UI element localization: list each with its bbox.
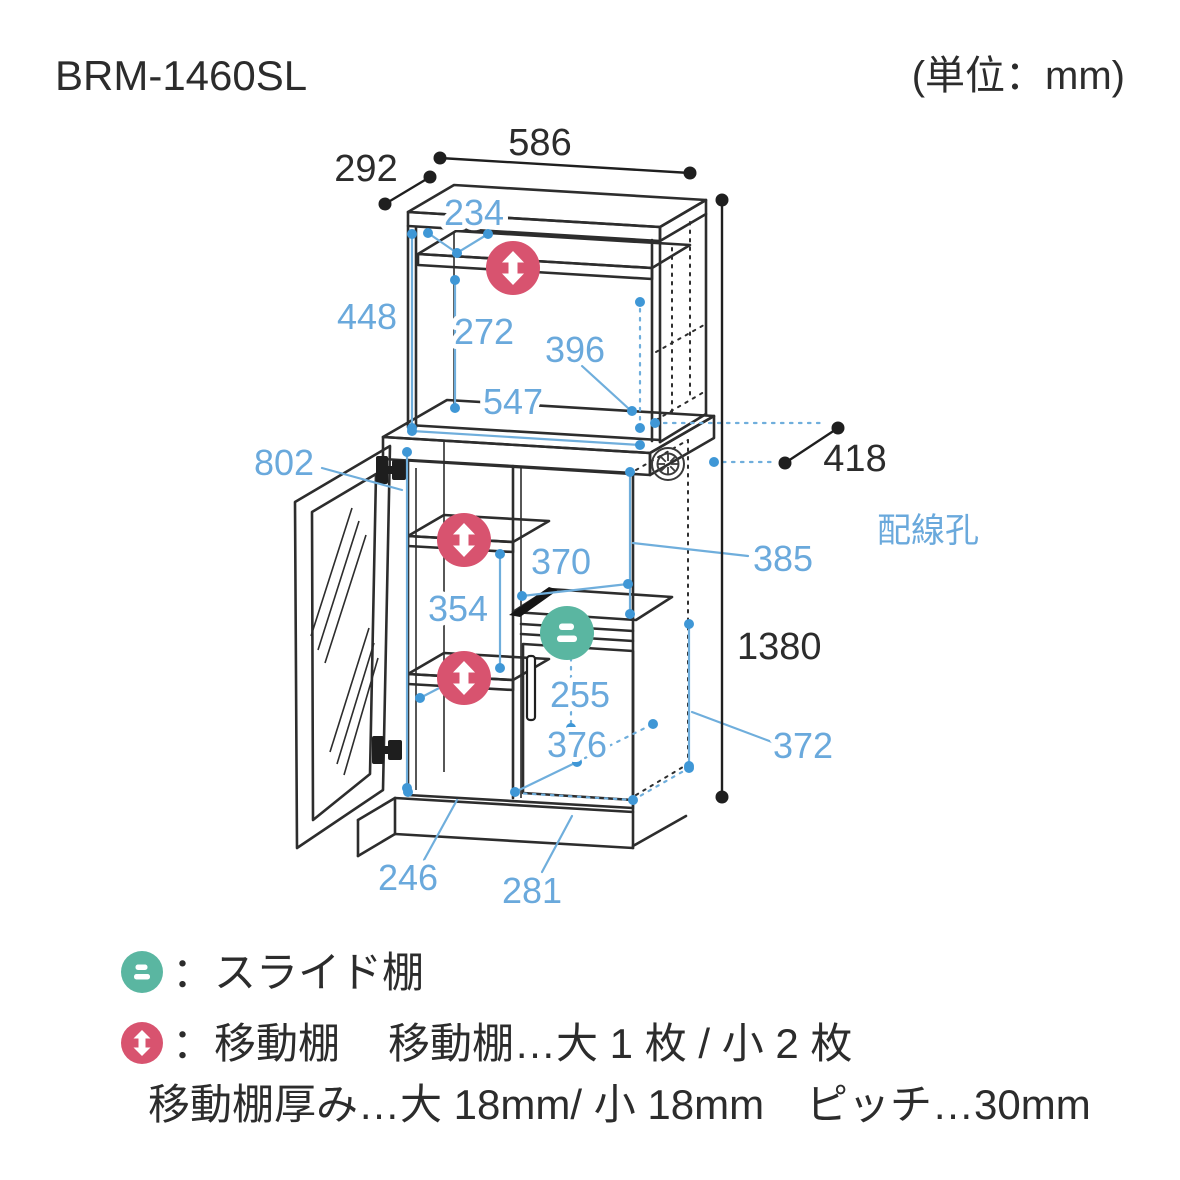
slide-shelf-edge — [509, 587, 558, 617]
legend-shelf-thickness-note: 移動棚厚み…大 18mm/ 小 18mm ピッチ…30mm — [148, 1081, 1091, 1128]
dim-label-255: 255 — [550, 674, 610, 715]
slide-shelf-icon — [121, 951, 163, 993]
outer-dimension-labels: 586 292 418 1380 — [334, 122, 886, 668]
legend-slide-shelf-label: ：スライド棚 — [172, 949, 424, 996]
dim-label-354: 354 — [428, 588, 488, 629]
dim-label-448: 448 — [337, 296, 397, 337]
dim-label-376: 376 — [547, 724, 607, 765]
movable-shelf-icon — [486, 241, 540, 295]
outer-dimension-lines — [378, 151, 845, 804]
glass-door-open — [293, 444, 406, 850]
dim-label-1380: 1380 — [737, 626, 822, 668]
unit-note: (単位：mm) — [912, 54, 1125, 98]
right-door-panel — [521, 642, 635, 802]
dim-label-246: 246 — [378, 857, 438, 898]
dim-label-418: 418 — [823, 438, 886, 480]
dim-label-372: 372 — [773, 725, 833, 766]
glass-hatching — [310, 507, 379, 776]
dim-label-586: 586 — [508, 122, 571, 164]
movable-shelf-icon — [437, 513, 491, 567]
page-title: BRM-1460SL — [55, 52, 307, 99]
upper-hutch-lines — [406, 183, 708, 444]
wiring-hole-icon — [651, 447, 685, 481]
legend-movable-shelf-label: ：移動棚 — [172, 1020, 340, 1067]
dim-label-370: 370 — [531, 541, 591, 582]
base-plinth-lines — [356, 796, 688, 858]
movable-shelf-icon — [121, 1022, 163, 1064]
door-handle — [525, 654, 537, 722]
movable-shelf-icon — [437, 651, 491, 705]
legend-movable-shelf-count: 移動棚…大 1 枚 / 小 2 枚 — [388, 1020, 852, 1067]
slide-shelf-icon — [540, 606, 594, 660]
dim-label-385: 385 — [753, 538, 813, 579]
door-hinge-bottom — [372, 736, 402, 764]
door-hinge-top — [376, 456, 406, 484]
legend: ：スライド棚 ：移動棚 移動棚…大 1 枚 / 小 2 枚 移動棚厚み…大 18… — [121, 949, 1091, 1128]
dim-label-292: 292 — [334, 148, 397, 190]
blue-endpoint-dots — [402, 228, 719, 805]
dim-label-547: 547 — [483, 381, 543, 422]
dim-label-281: 281 — [502, 870, 562, 911]
dim-label-234: 234 — [444, 192, 504, 233]
dim-label-802: 802 — [254, 442, 314, 483]
counter-board-lines — [381, 398, 716, 477]
dim-label-272: 272 — [454, 311, 514, 352]
inner-dimension-labels: 234 448 272 396 547 802 370 385 354 255 … — [249, 187, 979, 916]
wiring-hole-label: 配線孔 — [877, 512, 979, 550]
dim-label-396: 396 — [545, 329, 605, 370]
